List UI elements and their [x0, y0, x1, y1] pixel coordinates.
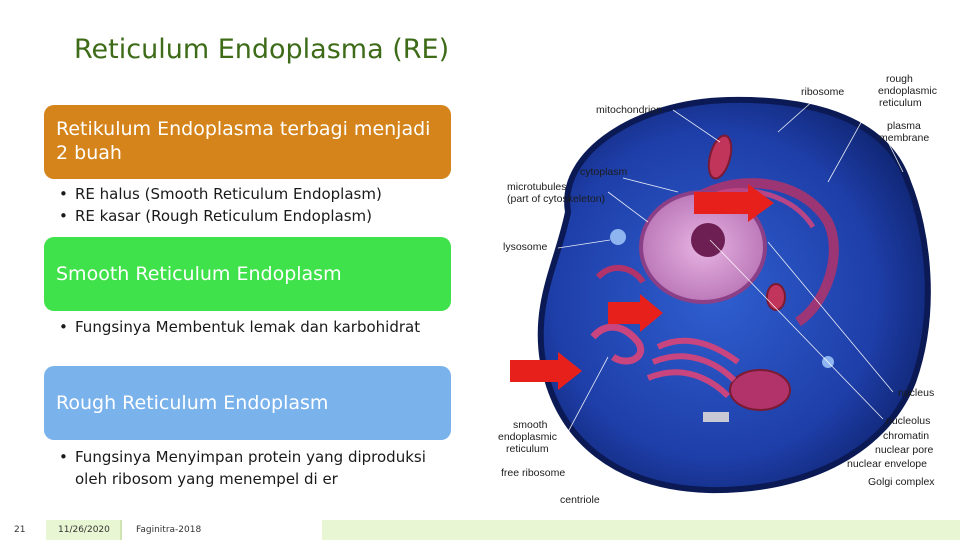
slide-footer: 21 11/26/2020 Faginitra-2018	[0, 520, 960, 540]
rough-er-shape	[674, 178, 839, 327]
label-plasma-1: plasma	[887, 120, 921, 132]
label-nuclear-envelope: nuclear envelope	[847, 458, 927, 470]
label-rough-er-3: reticulum	[879, 97, 922, 109]
label-nucleolus: nucleolus	[886, 415, 930, 427]
label-chromatin: chromatin	[883, 430, 929, 442]
cell-illustration: ribosome rough endoplasmic reticulum mit…	[498, 73, 937, 506]
bullet-list-types: RE halus (Smooth Reticulum Endoplasm) RE…	[55, 183, 445, 227]
nucleolus-shape	[691, 223, 725, 257]
bullet-rough-er: RE kasar (Rough Reticulum Endoplasm)	[55, 205, 445, 227]
section-heading-types: Retikulum Endoplasma terbagi menjadi 2 b…	[44, 105, 451, 179]
red-arrow-icon	[608, 294, 663, 332]
bullet-smooth-function: Fungsinya Membentuk lemak dan karbohidra…	[55, 316, 445, 338]
slide-title: Reticulum Endoplasma (RE)	[74, 34, 450, 65]
label-plasma-2: membrane	[879, 132, 929, 144]
label-mitochondrion: mitochondrion	[596, 104, 662, 116]
mitochondrion-shape	[707, 134, 733, 180]
footer-author: Faginitra-2018	[122, 520, 322, 540]
label-microtubules-1: microtubules	[507, 181, 567, 193]
section-heading-smooth-text: Smooth Reticulum Endoplasm	[56, 263, 342, 285]
label-smooth-er-3: reticulum	[506, 443, 549, 455]
label-smooth-er-2: endoplasmic	[498, 431, 557, 443]
page-number: 21	[0, 520, 46, 540]
footer-date: 11/26/2020	[58, 525, 110, 535]
red-arrow-icon	[510, 352, 582, 390]
label-rough-er-2: endoplasmic	[878, 85, 937, 97]
label-nuclear-pore: nuclear pore	[875, 444, 934, 456]
centriole-shape	[703, 412, 729, 422]
section-heading-rough: Rough Reticulum Endoplasm	[44, 366, 451, 440]
label-cytoplasm: cytoplasm	[580, 166, 628, 178]
label-microtubules-2: (part of cytoskeleton)	[507, 193, 605, 205]
footer-divider	[120, 520, 123, 540]
section-heading-rough-text: Rough Reticulum Endoplasm	[56, 392, 329, 414]
section-heading-smooth: Smooth Reticulum Endoplasm	[44, 237, 451, 311]
bullet-list-smooth: Fungsinya Membentuk lemak dan karbohidra…	[55, 316, 445, 338]
label-smooth-er-1: smooth	[513, 419, 548, 431]
label-golgi: Golgi complex	[868, 476, 935, 488]
label-rough-er-1: rough	[886, 73, 913, 85]
bullet-rough-function: Fungsinya Menyimpan protein yang diprodu…	[55, 446, 445, 490]
bullet-smooth-er: RE halus (Smooth Reticulum Endoplasm)	[55, 183, 445, 205]
animal-cell-diagram: ribosome rough endoplasmic reticulum mit…	[498, 62, 960, 512]
label-ribosome: ribosome	[801, 86, 844, 98]
label-nucleus: nucleus	[898, 387, 934, 399]
label-free-ribosome: free ribosome	[501, 467, 565, 479]
golgi-shape	[656, 337, 740, 365]
red-arrow-icon	[694, 184, 774, 222]
label-centriole: centriole	[560, 494, 600, 506]
label-lysosome: lysosome	[503, 241, 548, 253]
bullet-list-rough: Fungsinya Menyimpan protein yang diprodu…	[55, 446, 445, 490]
smooth-er-shape	[590, 323, 644, 365]
